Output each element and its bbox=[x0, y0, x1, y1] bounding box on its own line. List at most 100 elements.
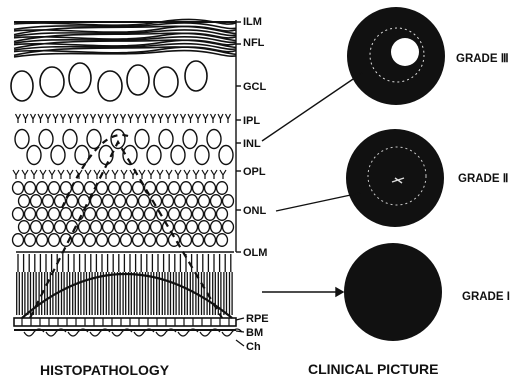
ipl-synapse bbox=[113, 114, 118, 123]
onl-cell bbox=[79, 195, 90, 208]
ipl-synapse bbox=[61, 114, 66, 123]
onl-cell bbox=[175, 221, 186, 234]
onl-cell bbox=[181, 208, 192, 221]
onl-cell bbox=[181, 234, 192, 247]
onl-cell bbox=[223, 221, 234, 234]
label-nfl: NFL bbox=[243, 37, 265, 49]
onl-cell bbox=[73, 208, 84, 221]
inl-cell bbox=[111, 130, 125, 149]
opl-synapse bbox=[40, 170, 46, 179]
onl-cell bbox=[157, 182, 168, 195]
ipl-synapse bbox=[68, 114, 73, 123]
onl-cell bbox=[13, 234, 24, 247]
onl-cell bbox=[73, 234, 84, 247]
onl-cell bbox=[181, 182, 192, 195]
photoreceptor-rod bbox=[95, 254, 98, 315]
label-bm: BM bbox=[246, 327, 263, 339]
onl-cell bbox=[19, 195, 30, 208]
photoreceptor-rods bbox=[17, 254, 232, 315]
inl-cell bbox=[207, 130, 221, 149]
label-ipl: IPL bbox=[243, 115, 260, 127]
label-onl: ONL bbox=[243, 205, 267, 217]
opl-synapse bbox=[202, 170, 208, 179]
onl-cell bbox=[103, 221, 114, 234]
onl-cell bbox=[85, 234, 96, 247]
onl-cell bbox=[55, 221, 66, 234]
opl-synapse bbox=[220, 170, 226, 179]
inl-cell bbox=[39, 130, 53, 149]
onl-cell bbox=[37, 182, 48, 195]
photoreceptor-rod bbox=[157, 254, 160, 315]
ipl-synapse bbox=[158, 114, 163, 123]
grade-1-fundus bbox=[344, 243, 442, 341]
onl-cell bbox=[205, 208, 216, 221]
onl-cell bbox=[43, 221, 54, 234]
ipl-synapse bbox=[53, 114, 58, 123]
photoreceptor-rod bbox=[218, 254, 221, 315]
inl-cell bbox=[147, 146, 161, 165]
onl-cell bbox=[187, 221, 198, 234]
opl-synapse bbox=[139, 170, 145, 179]
opl-synapse bbox=[112, 170, 118, 179]
inl-cell bbox=[195, 146, 209, 165]
outer-plexiform-layer bbox=[13, 170, 226, 179]
ganglion-cell bbox=[127, 65, 149, 95]
onl-cell bbox=[157, 234, 168, 247]
photoreceptor-rod bbox=[118, 254, 121, 315]
onl-cell bbox=[49, 208, 60, 221]
label-rpe: RPE bbox=[246, 313, 269, 325]
onl-cell bbox=[217, 208, 228, 221]
onl-cell bbox=[109, 208, 120, 221]
ganglion-cell-layer bbox=[11, 61, 207, 101]
ipl-synapse bbox=[128, 114, 133, 123]
caption-clinical-picture: CLINICAL PICTURE bbox=[308, 361, 438, 377]
ganglion-cell bbox=[11, 71, 33, 101]
onl-cell bbox=[61, 208, 72, 221]
inl-cell bbox=[87, 130, 101, 149]
opl-synapse bbox=[193, 170, 199, 179]
arrowhead-icon bbox=[336, 288, 343, 296]
opl-synapse bbox=[13, 170, 19, 179]
photoreceptor-rod bbox=[78, 254, 81, 315]
opl-synapse bbox=[85, 170, 91, 179]
onl-cell bbox=[175, 195, 186, 208]
onl-cell bbox=[133, 208, 144, 221]
label-olm: OLM bbox=[243, 247, 267, 259]
label-inl: INL bbox=[243, 138, 261, 150]
opl-synapse bbox=[67, 170, 73, 179]
onl-cell bbox=[199, 195, 210, 208]
ipl-synapse bbox=[31, 114, 36, 123]
onl-cell bbox=[103, 195, 114, 208]
photoreceptor-rod bbox=[140, 254, 143, 315]
onl-cell bbox=[25, 182, 36, 195]
onl-cell bbox=[217, 182, 228, 195]
ipl-synapse bbox=[196, 114, 201, 123]
photoreceptor-rod bbox=[185, 254, 188, 315]
onl-cell bbox=[193, 182, 204, 195]
onl-cell bbox=[109, 234, 120, 247]
onl-cell bbox=[43, 195, 54, 208]
ipl-synapse bbox=[136, 114, 141, 123]
onl-cell bbox=[139, 195, 150, 208]
ipl-synapse bbox=[121, 114, 126, 123]
onl-cell bbox=[127, 195, 138, 208]
onl-cell bbox=[205, 182, 216, 195]
ipl-synapse bbox=[211, 114, 216, 123]
ganglion-cell bbox=[154, 67, 178, 97]
rpe-cells bbox=[22, 318, 229, 326]
onl-cell bbox=[19, 221, 30, 234]
grade-3-macular-hole bbox=[391, 38, 419, 66]
onl-cell bbox=[13, 182, 24, 195]
onl-cell bbox=[97, 208, 108, 221]
onl-cell bbox=[13, 208, 24, 221]
onl-cell bbox=[199, 221, 210, 234]
inl-cell bbox=[183, 130, 197, 149]
ipl-synapse bbox=[98, 114, 103, 123]
ipl-synapse bbox=[46, 114, 51, 123]
ipl-synapse bbox=[76, 114, 81, 123]
onl-cell bbox=[31, 195, 42, 208]
onl-cell bbox=[49, 182, 60, 195]
photoreceptor-rod bbox=[224, 254, 227, 315]
photoreceptor-rod bbox=[39, 254, 42, 315]
photoreceptor-rod bbox=[162, 254, 165, 315]
